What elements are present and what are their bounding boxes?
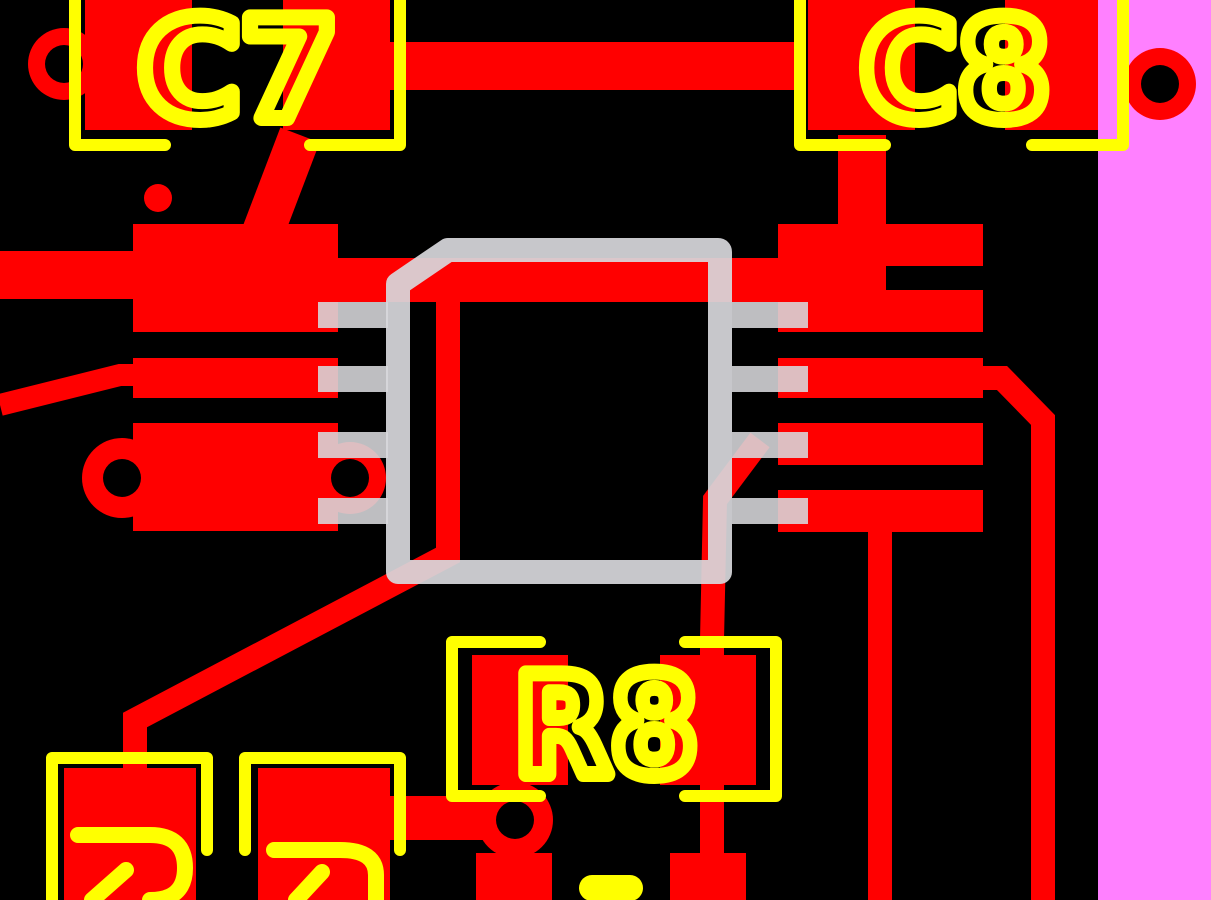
designator-c8: C8 [860,0,1050,151]
ic-pin-r1 [732,302,808,328]
pad-r8-2 [660,655,756,785]
ic-body-highlight[interactable] [318,238,808,584]
silk-c7-left [69,0,171,151]
ic-pin-l3 [318,432,388,458]
ic-pin-r2 [732,366,808,392]
trace-right-down [975,366,1055,900]
pad-ic-l1 [133,224,338,332]
silkscreen [46,0,1129,900]
silk-c8-right [1026,0,1129,151]
silk-rb2 [239,752,406,856]
silk-r8-left [446,636,546,802]
partial-designators [70,827,384,900]
pad-bottom-2 [670,853,746,900]
designator-r8: R8 [514,646,698,807]
pad-c8-1 [808,0,915,130]
pad-ic-l3 [133,358,338,398]
pad-c7-1 [85,0,192,130]
pad-c7-2 [283,0,390,130]
silk-rb1 [46,752,213,900]
silk-c7-right [304,0,406,151]
ic-pin-l1 [318,302,388,328]
trace-c7-ic [240,127,320,248]
vias [28,28,1196,858]
ic-pin-l2 [318,366,388,392]
pad-ic-l4 [133,423,338,531]
copper-pads [64,0,1098,900]
pad-ic-r3 [778,358,983,398]
ic-outline [386,238,732,584]
pad-ic-r5 [778,490,983,532]
pad-bottom-1 [476,853,552,900]
silk-c8-left [794,0,891,151]
silk-r8-right [679,636,782,802]
designator-c7: C7 [138,0,338,151]
trace-left-diag [0,364,140,416]
designators: C7 C8 R8 [130,0,1058,815]
partial-r-left [70,827,193,900]
pad-ic-r1b [778,224,886,290]
pad-c8-2 [1005,0,1098,130]
pad-r8-1 [472,655,568,785]
board-edge-strip [1098,0,1211,900]
via-small-left [144,184,172,212]
pad-ic-r2 [778,290,983,332]
ic-pin-l4 [318,498,388,524]
pad-ic-r4 [778,423,983,465]
partial-r-right [266,842,384,900]
trace-ic-inner-left [123,300,460,770]
ic-pin-r3 [732,432,808,458]
ic-pin-r4 [732,498,808,524]
